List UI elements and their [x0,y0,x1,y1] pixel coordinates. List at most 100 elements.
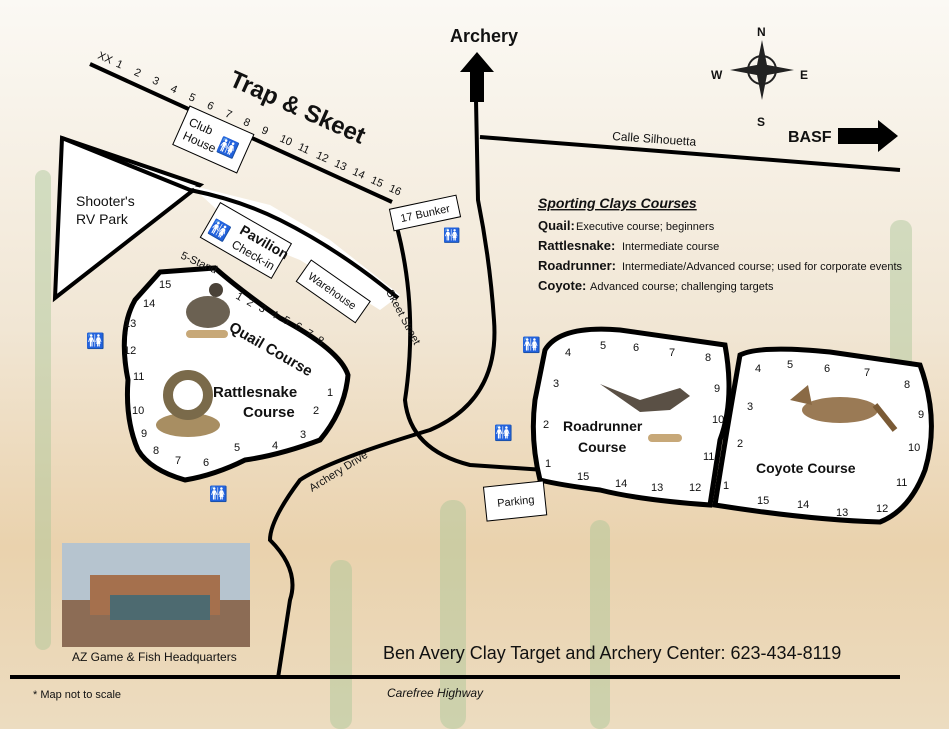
svg-text:E: E [800,68,808,82]
trap-station-number: 11 [296,141,311,157]
coyote-station-number: 5 [787,359,793,371]
legend-course-desc: Intermediate/Advanced course; used for c… [622,261,903,273]
rv-park-label: RV Park [76,211,129,227]
trap-station-number: 4 [169,83,179,96]
rattlesnake-illustration [156,370,220,437]
rattlesnake-station-number: 15 [159,279,171,291]
rattlesnake-station-number: 2 [313,405,319,417]
roadrunner-station-number: 2 [543,419,549,431]
calle-silhouetta-label: Calle Silhouetta [612,129,697,149]
rattlesnake-station-number: 3 [300,429,306,441]
coyote-station-number: 13 [836,507,848,519]
trap-station-number: 8 [241,116,251,129]
coyote-station-number: 6 [824,363,830,375]
quail-station-number: 1 [234,290,245,303]
trap-station-number: 13 [332,158,348,174]
legend-course-desc: Advanced course; challenging targets [590,281,774,293]
skeet-street-road [390,209,546,472]
roadrunner-station-number: 15 [577,471,589,483]
rattlesnake-station-number: 5 [234,442,240,454]
roadrunner-station-number: 4 [565,347,571,359]
quail-illustration [186,283,230,338]
rattlesnake-station-number: 6 [203,457,209,469]
roadrunner-station-number: 11 [703,451,714,463]
center-name-phone: Ben Avery Clay Target and Archery Center… [383,643,841,663]
roadrunner-station-number: 9 [714,383,720,395]
coyote-course[interactable] [712,346,934,525]
coyote-station-number: 12 [876,503,888,515]
legend-course-name: Rattlesnake: [538,238,615,253]
archery-drive-road [267,99,497,679]
archery-label: Archery [450,26,518,46]
roadrunner-station-number: 1 [545,458,551,470]
parking[interactable]: Parking [482,480,548,522]
coyote-illustration [790,385,898,432]
roadrunner-station-number: 7 [669,347,675,359]
restroom-icon: 🚻 [494,424,513,442]
cactus-background [35,170,912,729]
trap-station-number: 16 [387,183,403,199]
carefree-highway-label: Carefree Highway [387,686,484,700]
hq-label: AZ Game & Fish Headquarters [72,650,237,664]
roadrunner-station-number: 5 [600,340,606,352]
rattlesnake-station-number: 14 [143,298,155,310]
rattlesnake-station-number: 12 [124,345,136,357]
coyote-station-number: 9 [918,409,924,421]
rattlesnake-station-number: 9 [141,428,147,440]
trap-station-number: 7 [223,108,233,121]
legend-course-desc: Intermediate course [622,241,719,253]
trap-station-number: 1 [114,58,124,71]
quail-station-number: 4 [269,308,280,321]
roadrunner-course[interactable] [530,326,732,508]
legend-title: Sporting Clays Courses [538,195,697,211]
rattlesnake-station-number: 10 [132,405,144,417]
trap-station-number: 2 [132,66,142,79]
rv-park-label: Shooter's [76,193,135,209]
rattlesnake-station-number: 8 [153,445,159,457]
roadrunner-station-number: 13 [651,482,663,494]
coyote-station-number: 7 [864,367,870,379]
trap-station-number: 12 [314,149,330,165]
parking-label: Parking [497,494,535,510]
legend-course-name: Quail: [538,218,575,233]
bunker-17[interactable]: 17 Bunker [388,194,462,232]
restroom-icon: 🚻 [443,227,460,244]
svg-text:W: W [711,68,723,82]
rattlesnake-station-number: 7 [175,455,181,467]
roadrunner-station-number: 6 [633,342,639,354]
legend-course-name: Roadrunner: [538,258,616,273]
coyote-station-number: 11 [896,477,907,489]
legend-course-desc: Executive course; beginners [576,221,715,233]
coyote-station-number: 8 [904,379,910,391]
coyote-station-number: 1 [723,480,729,492]
roadrunner-station-number: 14 [615,478,627,490]
roadrunner-course-label: Roadrunner [563,418,643,434]
legend-course-name: Coyote: [538,278,586,293]
svg-text:N: N [757,25,766,39]
coyote-station-number: 2 [737,438,743,450]
quail-station-number: 6 [293,320,304,333]
trap-station-number: 6 [205,100,215,113]
rattlesnake-station-number: 4 [272,440,278,452]
pavilion-border [61,136,400,300]
quail-station-number: 2 [245,296,256,309]
restroom-icon: 🚻 [86,332,105,350]
trap-station-number: 3 [150,75,160,88]
coyote-station-number: 10 [908,442,920,454]
roadrunner-station-number: 10 [712,414,724,426]
trap-station-number: 10 [278,133,294,149]
roadrunner-station-number: 3 [553,378,559,390]
not-to-scale-note: * Map not to scale [33,689,121,701]
rattlesnake-course-label: Course [243,404,295,421]
coyote-course-label: Coyote Course [756,460,856,476]
rattlesnake-course-label: Rattlesnake [213,384,297,401]
calle-silhouetta-road [479,135,901,172]
trap-station-number: 9 [260,124,270,137]
quail-station-number: 8 [315,334,326,347]
basf-label: BASF [788,129,832,146]
coyote-station-number: 3 [747,401,753,413]
club-house[interactable]: Club House 🚻 [172,105,255,174]
